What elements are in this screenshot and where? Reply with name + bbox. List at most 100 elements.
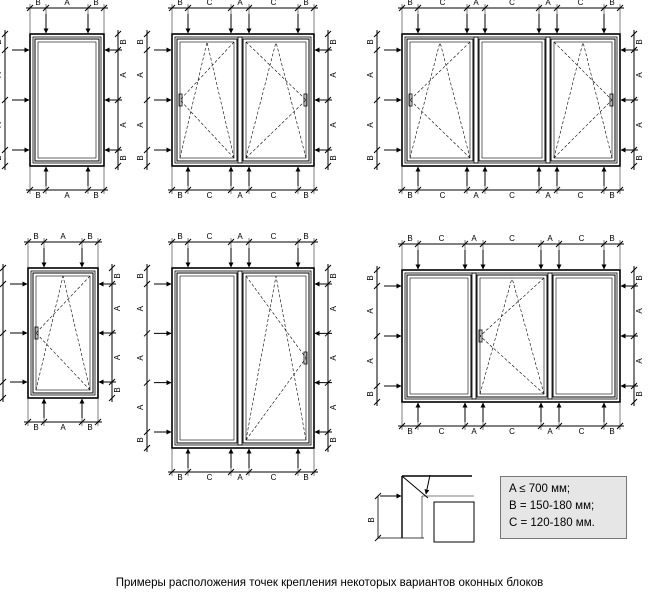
dim-label-c: C bbox=[509, 0, 515, 7]
dim-label-b: B bbox=[177, 191, 182, 200]
opening-line bbox=[62, 275, 91, 391]
dim-label-b: B bbox=[329, 437, 338, 442]
dim-tick bbox=[1, 162, 9, 170]
dim-label-a: A bbox=[64, 191, 70, 200]
legend-c: C = 120-180 мм. bbox=[509, 517, 595, 529]
dim-label-c: C bbox=[271, 473, 277, 482]
dim-label-c: C bbox=[207, 232, 213, 241]
opening-line bbox=[582, 41, 613, 159]
dim-label-c: C bbox=[207, 0, 213, 7]
dim-tick bbox=[108, 264, 116, 272]
window-frame bbox=[171, 267, 315, 449]
dim-label-c: C bbox=[439, 427, 445, 436]
window-glass bbox=[409, 41, 471, 159]
dim-label-a: A bbox=[237, 0, 243, 7]
dim-label-b: B bbox=[0, 155, 3, 160]
dim-label-c: C bbox=[579, 234, 585, 243]
dim-label-b: B bbox=[303, 473, 308, 482]
dim-label-a: A bbox=[547, 234, 553, 243]
dim-label-a: A bbox=[635, 308, 644, 314]
window-glass bbox=[479, 277, 545, 395]
dim-label-b: B bbox=[303, 0, 308, 7]
dim-label-a: A bbox=[366, 122, 375, 128]
dim-label-a: A bbox=[136, 305, 145, 311]
window-glass bbox=[481, 41, 543, 159]
window-glass bbox=[37, 41, 97, 159]
dim-tick bbox=[630, 398, 638, 406]
dim-label-c: C bbox=[509, 234, 515, 243]
opening-line bbox=[553, 99, 613, 159]
dim-tick bbox=[143, 264, 151, 272]
window-frame bbox=[401, 33, 621, 167]
dim-label-a: A bbox=[329, 305, 338, 311]
dim-label-b: B bbox=[136, 437, 145, 442]
dim-tick bbox=[373, 382, 381, 390]
opening-line bbox=[35, 275, 91, 334]
window-sash bbox=[176, 272, 238, 444]
dim-label-b: B bbox=[113, 273, 122, 278]
dim-label-b: B bbox=[329, 273, 338, 278]
dim-label-b: B bbox=[0, 273, 1, 278]
dim-label-a: A bbox=[473, 191, 479, 200]
window-frame bbox=[171, 33, 315, 167]
dim-tick bbox=[324, 162, 332, 170]
opening-line bbox=[179, 41, 235, 101]
dim-tick bbox=[630, 266, 638, 274]
opening-line bbox=[553, 41, 584, 159]
dim-label-c: C bbox=[578, 191, 584, 200]
dim-label-b: B bbox=[93, 191, 98, 200]
window-frame-inner bbox=[32, 36, 102, 164]
dim-label-a: A bbox=[113, 354, 122, 360]
dim-tick bbox=[1, 30, 9, 38]
detail-sash bbox=[433, 501, 475, 543]
dim-tick bbox=[0, 394, 7, 402]
dim-label-a: A bbox=[119, 72, 128, 78]
dim-label-b: B bbox=[136, 155, 145, 160]
dim-tick bbox=[373, 282, 381, 290]
dim-tick bbox=[143, 444, 151, 452]
dim-tick bbox=[1, 146, 9, 154]
opening-line bbox=[439, 41, 471, 159]
opening-line bbox=[409, 41, 441, 159]
window-sash bbox=[406, 274, 472, 398]
dim-label-b: B bbox=[367, 517, 376, 522]
window-mullion bbox=[547, 272, 553, 400]
dim-label-c: C bbox=[439, 234, 445, 243]
window-glass bbox=[245, 275, 307, 441]
fixing-arrow bbox=[424, 474, 431, 495]
dim-label-b: B bbox=[635, 155, 644, 160]
dim-label-a: A bbox=[237, 232, 243, 241]
window-sash bbox=[478, 38, 546, 162]
dim-label-a: A bbox=[136, 404, 145, 410]
dim-tick bbox=[373, 266, 381, 274]
dim-tick bbox=[143, 329, 151, 337]
dim-tick bbox=[373, 162, 381, 170]
dim-label-a: A bbox=[60, 232, 66, 241]
window-frame-inner bbox=[404, 36, 618, 164]
opening-line bbox=[479, 335, 545, 395]
dim-tick bbox=[108, 394, 116, 402]
dim-tick bbox=[373, 96, 381, 104]
dim-label-b: B bbox=[366, 39, 375, 44]
dim-label-c: C bbox=[578, 0, 584, 7]
window-handle bbox=[303, 93, 308, 107]
dim-label-b: B bbox=[635, 391, 644, 396]
dim-tick bbox=[373, 30, 381, 38]
dim-tick bbox=[0, 280, 7, 288]
dim-tick bbox=[373, 398, 381, 406]
dim-label-c: C bbox=[271, 0, 277, 7]
window-frame-inner bbox=[404, 272, 618, 400]
dim-label-b: B bbox=[33, 232, 38, 241]
window-frame-inner bbox=[30, 270, 96, 396]
dim-label-a: A bbox=[635, 358, 644, 364]
dim-label-a: A bbox=[0, 72, 3, 78]
dim-label-b: B bbox=[609, 0, 614, 7]
opening-line bbox=[245, 41, 277, 159]
dim-label-b: B bbox=[407, 0, 412, 7]
window-sash bbox=[176, 38, 238, 162]
window-frame bbox=[401, 269, 621, 403]
window-handle bbox=[178, 93, 183, 107]
window-glass bbox=[245, 41, 307, 159]
dim-label-a: A bbox=[366, 308, 375, 314]
window-glass bbox=[179, 41, 235, 159]
